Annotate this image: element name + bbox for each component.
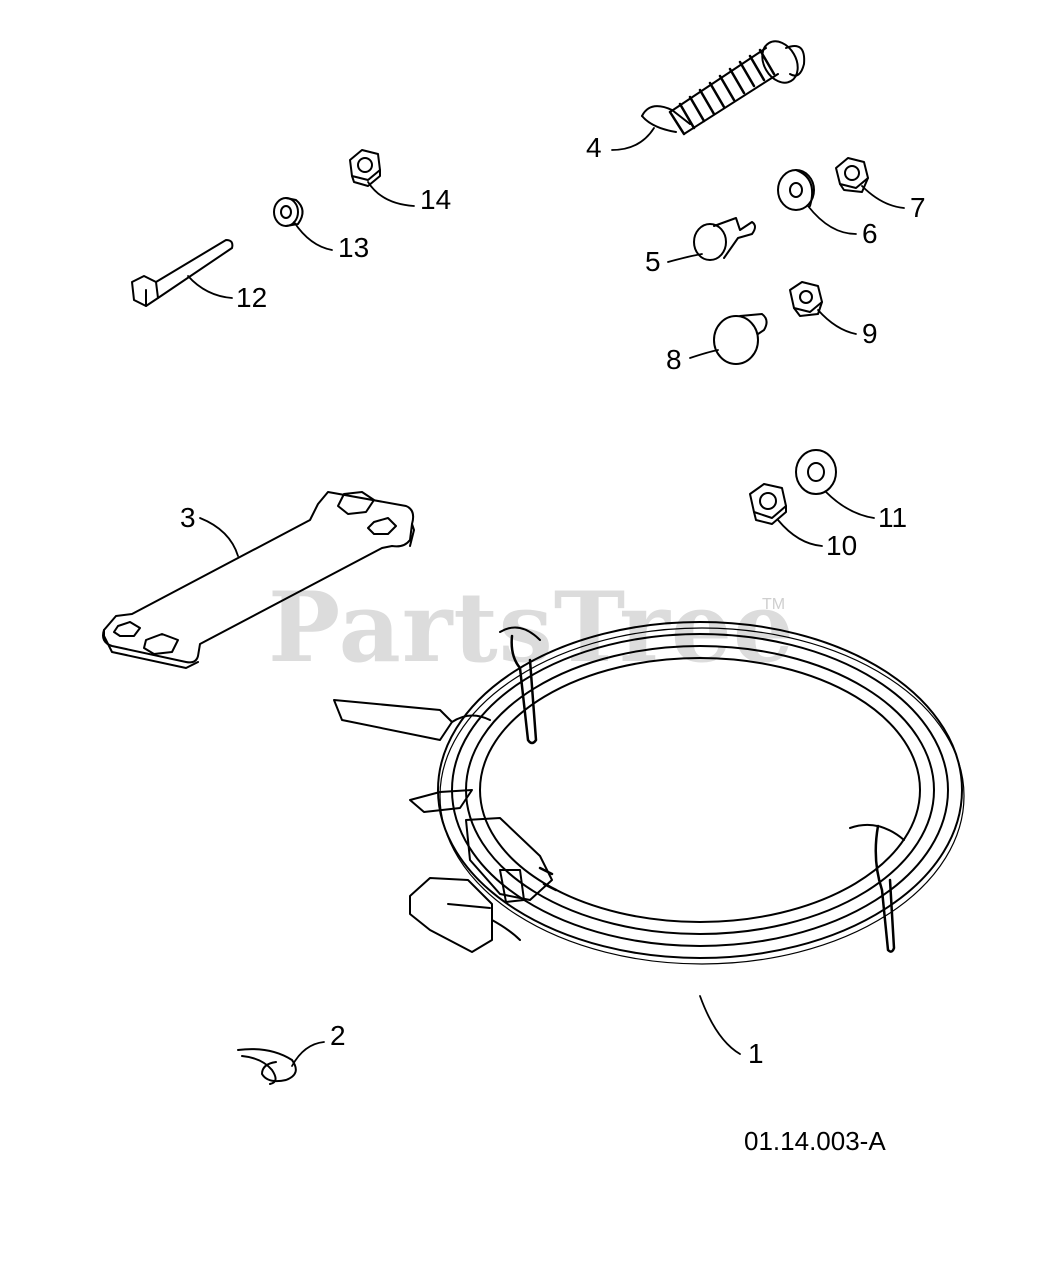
part-12-hex-bolt[interactable]	[131, 239, 234, 307]
watermark-trademark: TM	[762, 596, 786, 613]
leader-3	[199, 517, 239, 557]
part-13-spacer[interactable]	[273, 197, 304, 227]
part-4-spring[interactable]	[641, 35, 806, 136]
diagram-code: 01.14.003-A	[744, 1126, 886, 1156]
part-5-shoulder-bolt[interactable]	[693, 217, 756, 261]
leader-8	[689, 349, 719, 359]
leader-lines	[187, 127, 905, 1067]
part-8-carriage-bolt[interactable]	[713, 313, 768, 365]
leader-2	[291, 1041, 325, 1067]
callout-3[interactable]: 3	[180, 502, 196, 533]
callout-4[interactable]: 4	[586, 132, 602, 163]
callout-8[interactable]: 8	[666, 344, 682, 375]
callout-2[interactable]: 2	[330, 1020, 346, 1051]
leader-10	[777, 519, 823, 547]
callout-9[interactable]: 9	[862, 318, 878, 349]
callout-12[interactable]: 12	[236, 282, 268, 313]
callout-7[interactable]: 7	[910, 192, 926, 223]
part-3-wrench[interactable]	[102, 491, 415, 669]
part-14-lock-nut[interactable]	[349, 149, 381, 187]
leader-9	[817, 309, 857, 335]
leader-7	[861, 185, 905, 209]
part-6-washer[interactable]	[777, 169, 815, 211]
leader-1	[699, 995, 741, 1055]
leader-6	[807, 205, 857, 235]
leader-14	[367, 181, 415, 207]
part-7-flange-nut[interactable]	[835, 157, 869, 193]
leader-4	[611, 127, 655, 151]
part-1-power-cord[interactable]	[333, 621, 965, 965]
callout-1[interactable]: 1	[748, 1038, 764, 1069]
leader-5	[667, 253, 703, 263]
callout-11[interactable]: 11	[878, 502, 908, 533]
leader-13	[293, 221, 333, 251]
callout-6[interactable]: 6	[862, 218, 878, 249]
part-11-washer[interactable]	[795, 449, 837, 495]
callout-14[interactable]: 14	[420, 184, 452, 215]
part-10-lock-nut[interactable]	[749, 483, 787, 525]
leader-12	[187, 275, 233, 299]
callout-13[interactable]: 13	[338, 232, 370, 263]
part-2-hairpin-clip[interactable]	[237, 1048, 297, 1085]
callout-5[interactable]: 5	[645, 246, 661, 277]
part-9-flange-nut[interactable]	[789, 281, 823, 317]
callout-10[interactable]: 10	[826, 530, 858, 561]
leader-11	[825, 491, 875, 519]
